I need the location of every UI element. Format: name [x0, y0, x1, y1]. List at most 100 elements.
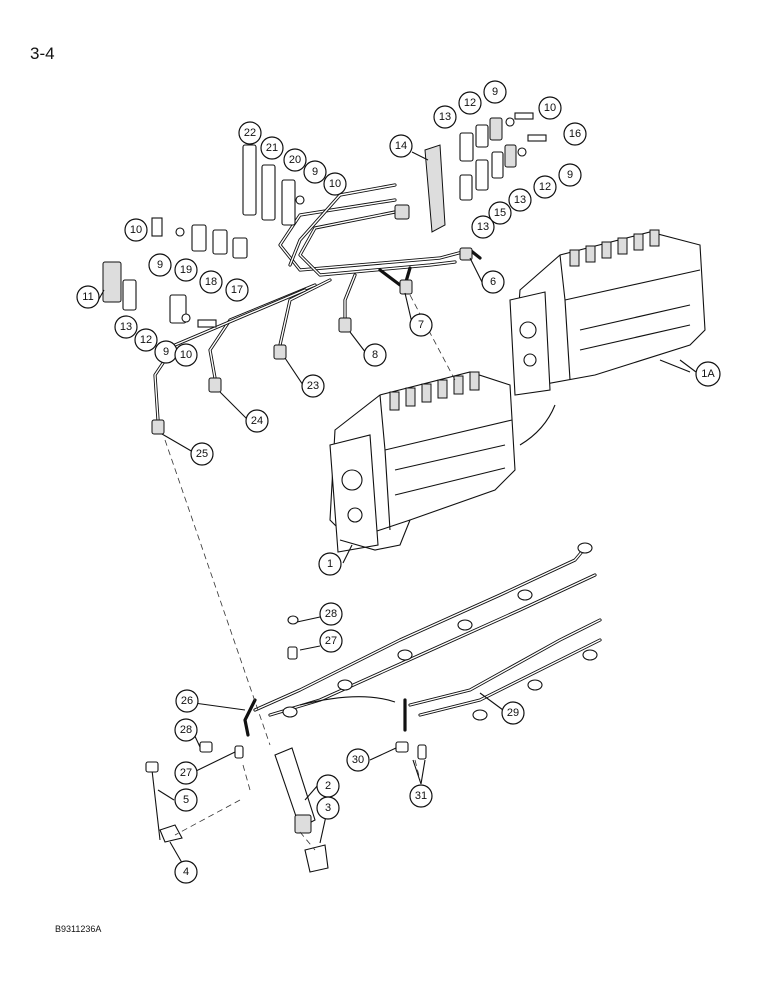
callout-11: 11: [76, 285, 100, 309]
svg-text:15: 15: [494, 207, 506, 219]
callout-28: 28: [174, 718, 198, 742]
svg-text:31: 31: [415, 790, 427, 802]
callout-2: 2: [316, 774, 340, 798]
svg-text:12: 12: [140, 334, 152, 346]
leader-line: [519, 404, 556, 446]
svg-text:24: 24: [251, 415, 263, 427]
svg-text:6: 6: [490, 276, 496, 288]
svg-text:9: 9: [567, 169, 573, 181]
svg-text:23: 23: [307, 380, 319, 392]
callout-13: 13: [471, 215, 495, 239]
injection-pump-1a: [509, 229, 706, 396]
svg-text:27: 27: [325, 635, 337, 647]
callout-12: 12: [134, 328, 158, 352]
callout-21: 21: [260, 136, 284, 160]
svg-text:13: 13: [439, 111, 451, 123]
callout-10: 10: [323, 172, 347, 196]
svg-text:14: 14: [395, 140, 407, 152]
svg-text:27: 27: [180, 767, 192, 779]
svg-text:13: 13: [120, 321, 132, 333]
page-number: 3-4: [30, 44, 55, 63]
svg-text:10: 10: [130, 224, 142, 236]
callout-24: 24: [245, 409, 269, 433]
callout-25: 25: [190, 442, 214, 466]
callout-9: 9: [483, 80, 507, 104]
injection-pump-1: [329, 371, 516, 553]
svg-text:28: 28: [325, 608, 337, 620]
svg-text:22: 22: [244, 127, 256, 139]
svg-text:12: 12: [464, 97, 476, 109]
callout-23: 23: [301, 374, 325, 398]
callout-9: 9: [154, 340, 178, 364]
callout-27: 27: [319, 629, 343, 653]
callout-13: 13: [114, 315, 138, 339]
svg-text:26: 26: [181, 695, 193, 707]
svg-text:9: 9: [157, 259, 163, 271]
callout-6: 6: [481, 270, 505, 294]
callout-12: 12: [458, 91, 482, 115]
callout-27: 27: [174, 761, 198, 785]
svg-text:9: 9: [312, 166, 318, 178]
callout-3: 3: [316, 796, 340, 820]
callout-16: 16: [563, 122, 587, 146]
svg-text:20: 20: [289, 154, 301, 166]
svg-text:19: 19: [180, 264, 192, 276]
callout-26: 26: [175, 689, 199, 713]
callout-13: 13: [508, 188, 532, 212]
callout-5: 5: [174, 788, 198, 812]
callout-19: 19: [174, 258, 198, 282]
callout-1: 1: [318, 552, 342, 576]
svg-text:30: 30: [352, 754, 364, 766]
svg-text:13: 13: [514, 194, 526, 206]
svg-text:25: 25: [196, 448, 208, 460]
svg-text:9: 9: [163, 346, 169, 358]
callout-22: 22: [238, 121, 262, 145]
svg-text:18: 18: [205, 276, 217, 288]
callout-10: 10: [538, 96, 562, 120]
svg-text:5: 5: [183, 794, 189, 806]
callout-10: 10: [174, 343, 198, 367]
svg-text:10: 10: [180, 349, 192, 361]
callout-17: 17: [225, 278, 249, 302]
svg-text:8: 8: [372, 349, 378, 361]
callout-28: 28: [319, 602, 343, 626]
clamp-parts-upper-left: [102, 144, 305, 328]
callout-20: 20: [283, 148, 307, 172]
svg-text:2: 2: [325, 780, 331, 792]
callout-15: 15: [488, 201, 512, 225]
svg-text:10: 10: [329, 178, 341, 190]
svg-text:21: 21: [266, 142, 278, 154]
svg-text:4: 4: [183, 866, 189, 878]
svg-text:16: 16: [569, 128, 581, 140]
figure-code: B9311236A: [55, 924, 102, 934]
svg-text:10: 10: [544, 102, 556, 114]
svg-text:13: 13: [477, 221, 489, 233]
svg-text:9: 9: [492, 86, 498, 98]
svg-text:1: 1: [327, 558, 333, 570]
callout-29: 29: [501, 701, 525, 725]
callout-31: 31: [409, 784, 433, 808]
assembly-dashed-lines: [164, 294, 456, 851]
injector-assembly: [145, 615, 427, 873]
svg-text:29: 29: [507, 707, 519, 719]
svg-text:17: 17: [231, 284, 243, 296]
callout-1a: 1A: [695, 361, 721, 387]
clamp-parts-upper-right: [424, 112, 547, 233]
callout-14: 14: [389, 134, 413, 158]
svg-text:3: 3: [325, 802, 331, 814]
leader-line: [659, 359, 691, 373]
callout-8: 8: [363, 343, 387, 367]
callout-9: 9: [303, 160, 327, 184]
callout-18: 18: [199, 270, 223, 294]
svg-text:1A: 1A: [701, 368, 715, 380]
callout-9: 9: [558, 163, 582, 187]
callout-13: 13: [433, 105, 457, 129]
callout-10: 10: [124, 218, 148, 242]
fuel-leakoff-lines: [243, 542, 602, 737]
callout-9: 9: [148, 253, 172, 277]
callout-30: 30: [346, 748, 370, 772]
svg-text:12: 12: [539, 181, 551, 193]
svg-text:7: 7: [418, 319, 424, 331]
svg-text:28: 28: [180, 724, 192, 736]
